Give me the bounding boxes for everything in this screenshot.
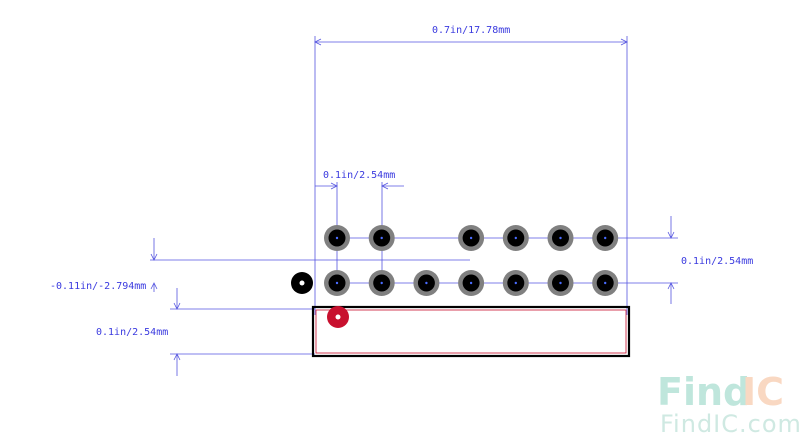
pad-bottom-row-1 [324,270,350,296]
arrow-bottom [150,282,158,290]
pad-center [559,281,562,285]
pad-center [469,281,473,285]
pad-bottom-row-7 [592,270,619,296]
pad-top-row-4 [458,225,485,251]
arrow-right [620,38,628,46]
pad-bottom-row-5 [502,270,529,296]
pad-bottom-row-6 [547,270,574,296]
watermark-brand-a: Find [657,370,750,414]
pad-top-row-6 [547,225,574,251]
arrow-right [381,182,389,190]
pad-center [514,236,517,240]
pad-bottom-row-4 [458,270,485,296]
dimension-overall-width [314,36,628,315]
pad-center [604,236,607,240]
pad-top-row-1 [324,225,350,251]
dimension-body-offset [170,288,315,376]
pin1-marker-center [335,314,341,320]
pads [324,225,619,296]
arrow-left [330,182,338,190]
pad-center [469,236,473,240]
origin-marker-center [299,280,305,286]
watermark-site: FindIC.com [660,410,800,438]
label-row-spacing: 0.1in/2.54mm [681,256,753,267]
label-overall-width: 0.7in/17.78mm [432,25,510,36]
pad-top-row-2 [368,225,395,251]
component-body [311,305,631,358]
pad-center [604,281,607,285]
arrow-top [150,253,158,261]
arrow-bottom [667,282,675,290]
body-outline [311,305,631,358]
label-pitch: 0.1in/2.54mm [323,170,395,181]
arrow-top [173,302,181,310]
pad-center [380,281,383,285]
pad-center [425,281,428,285]
pad-bottom-row-2 [368,270,395,296]
pad-center [380,236,383,240]
pad-top-row-5 [502,225,529,251]
dimension-offset-left [150,238,470,292]
pad-center [514,281,517,285]
pad-center [335,236,339,240]
pin1-marker [327,306,349,328]
watermark-brand-b: IC [742,370,784,414]
label-offset-left: -0.11in/-2.794mm [50,281,146,292]
arrow-top [667,231,675,239]
pad-center [335,281,339,285]
label-body-offset: 0.1in/2.54mm [96,327,168,338]
pad-center [559,236,562,240]
pad-bottom-row-3 [413,270,440,296]
pad-top-row-7 [592,225,619,251]
origin-marker [291,272,313,294]
arrow-bottom [173,353,181,361]
watermark: Find IC FindIC.com [657,370,800,438]
arrow-left [314,38,322,46]
body-inner-outline [315,309,627,354]
